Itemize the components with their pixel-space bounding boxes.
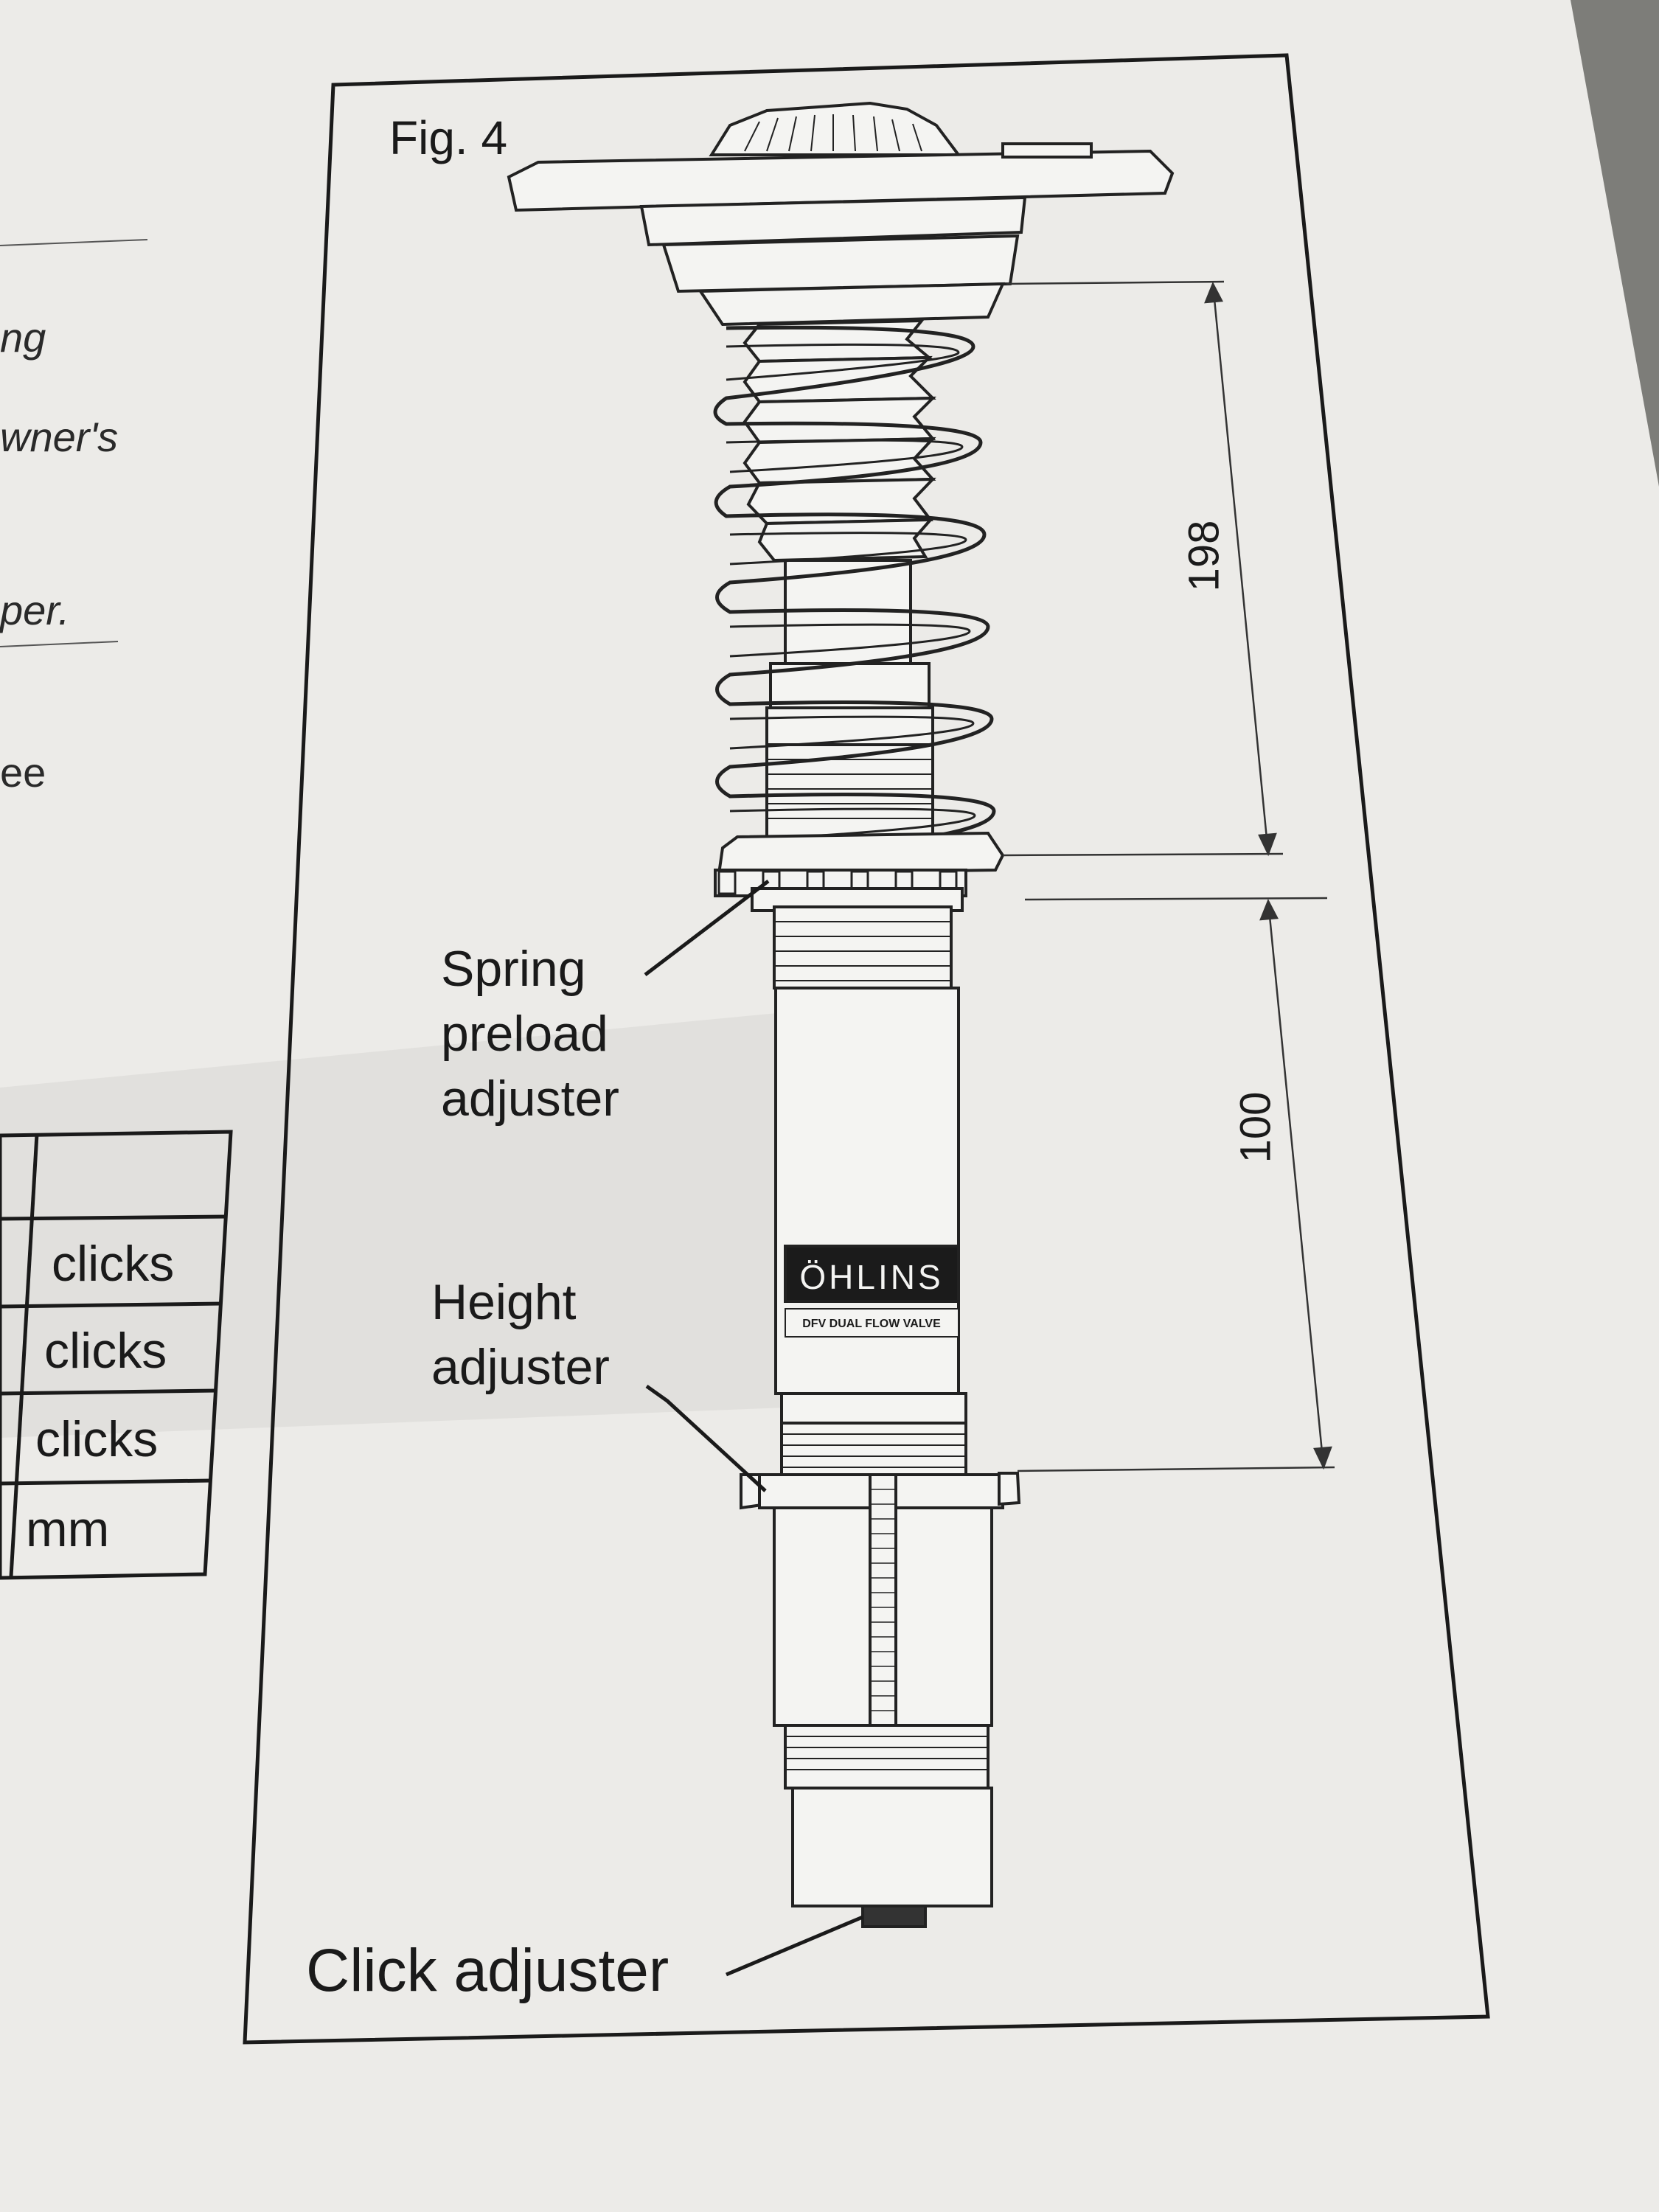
top-mount-plate <box>507 149 1175 212</box>
rule-line <box>0 239 148 246</box>
upper-housing <box>639 195 1027 247</box>
coil-spring <box>713 325 996 858</box>
lower-housing-left <box>773 1506 872 1727</box>
click-adjuster-label: Click adjuster <box>306 1937 669 2004</box>
threaded-sleeve-upper <box>765 743 934 838</box>
margin-text-fragment: per. <box>0 587 70 633</box>
table-cell-unit: mm <box>26 1501 110 1557</box>
settings-table-grid <box>0 1130 233 1580</box>
figure-frame <box>243 53 1490 2045</box>
shock-absorber-drawing <box>507 101 1175 1928</box>
leader-lines <box>644 880 863 1977</box>
shadow-band <box>0 1003 959 1438</box>
ohlins-brand: ÖHLINS <box>799 1258 943 1296</box>
dfv-badge-strip <box>785 1308 959 1338</box>
margin-text-fragment: ee <box>0 749 46 796</box>
height-adjuster-label: Height adjuster <box>431 1274 610 1395</box>
click-adjuster-knob <box>861 1905 927 1928</box>
top-mount-step <box>1001 142 1093 159</box>
table-cell-unit: clicks <box>35 1411 159 1467</box>
height-adjuster-nut-right <box>998 1472 1021 1506</box>
dimension-lines <box>1002 280 1335 1472</box>
dimension-100: 100 <box>1231 1091 1280 1164</box>
table-cell-unit: clicks <box>52 1236 175 1292</box>
preload-adjuster-nut <box>717 831 1005 876</box>
ohlins-badge <box>784 1245 960 1303</box>
margin-text-fragment: wner's <box>0 414 119 460</box>
threaded-body <box>773 905 953 990</box>
spring-top-seat <box>698 282 1006 327</box>
body-lower-collar <box>780 1392 967 1425</box>
figure-title: Fig. 4 <box>389 111 508 164</box>
center-rod <box>869 1473 897 1727</box>
height-adjuster-thread <box>780 1422 967 1480</box>
upper-housing-lower <box>661 234 1020 293</box>
rule-line <box>0 641 119 647</box>
bottom-housing <box>791 1787 993 1907</box>
table-cell-unit: clicks <box>44 1323 167 1379</box>
margin-text-fragment: ng <box>0 314 46 361</box>
lower-housing-right <box>894 1506 993 1727</box>
dfv-badge-text: DFV DUAL FLOW VALVE <box>802 1318 941 1330</box>
spring-preload-label: Spring preload adjuster <box>441 941 619 1127</box>
lower-threaded-section <box>784 1724 990 1790</box>
dimension-198: 198 <box>1180 520 1228 592</box>
damper-body-upper <box>765 706 934 746</box>
